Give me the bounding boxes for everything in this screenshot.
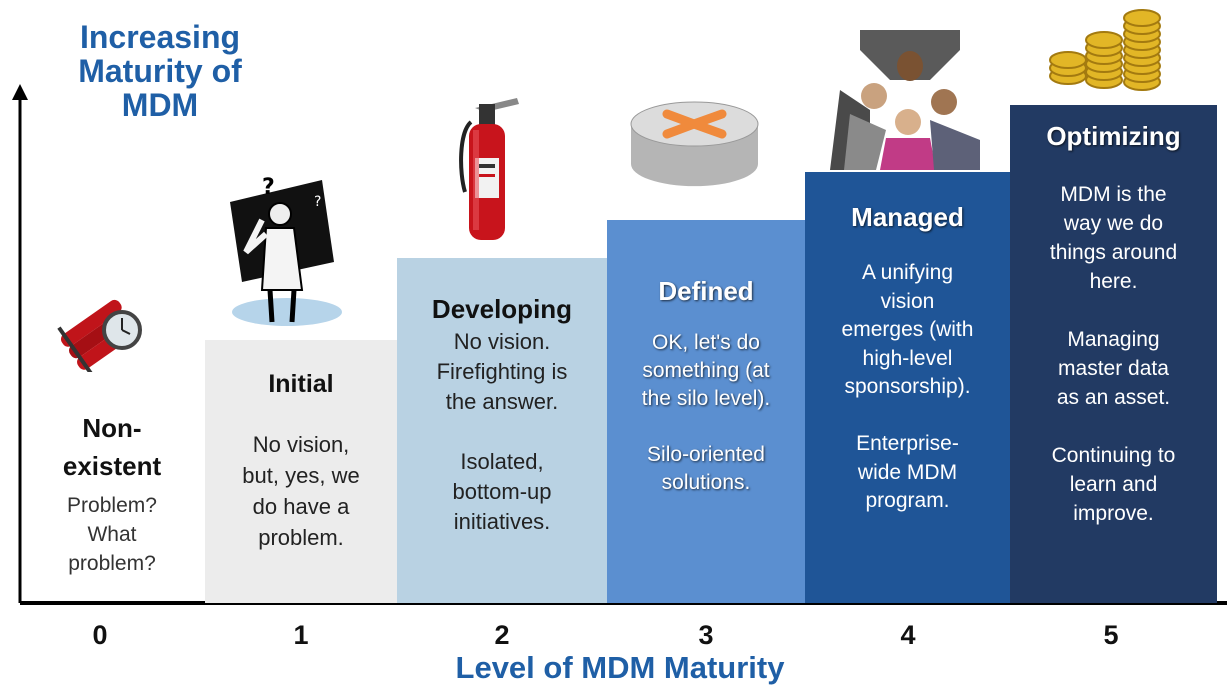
dynamite-icon: [57, 299, 142, 372]
level-2-number: 2: [494, 620, 510, 650]
level-4-text: A unifying vision emerges (with high-lev…: [841, 261, 974, 512]
level-4-block: Managed A unifying vision emerges (with …: [805, 172, 1010, 603]
fire-extinguisher-icon: [459, 98, 519, 240]
level-0-block: Non- existent Problem? What problem?: [22, 373, 202, 603]
level-0-text: Problem? What problem?: [67, 494, 157, 575]
level-3-text: OK, let's do something (at the silo leve…: [641, 331, 771, 494]
svg-text:?: ?: [314, 194, 321, 210]
level-4-title: Managed: [851, 202, 964, 232]
svg-text:?: ?: [262, 175, 275, 200]
level-5-block: Optimizing MDM is the way we do things a…: [1010, 105, 1217, 603]
level-5-title: Optimizing: [1046, 121, 1181, 151]
level-5-text: MDM is the way we do things around here.…: [1049, 183, 1178, 525]
team-huddle-icon: [830, 30, 988, 170]
level-5-number: 5: [1103, 620, 1119, 650]
level-3-block: Defined OK, let's do something (at the s…: [607, 220, 805, 603]
level-2-block: Developing No vision. Firefighting is th…: [397, 258, 607, 603]
level-1-text: No vision, but, yes, we do have a proble…: [242, 432, 360, 550]
level-1-title: Initial: [268, 370, 334, 398]
level-4-number: 4: [900, 620, 916, 650]
gold-coins-icon: [1049, 9, 1161, 91]
level-1-number: 1: [293, 620, 309, 650]
level-3-title: Defined: [658, 276, 754, 306]
level-0-number: 0: [92, 620, 108, 650]
level-2-title: Developing: [431, 294, 573, 324]
level-1-block: Initial No vision, but, yes, we do have …: [205, 340, 397, 603]
level-3-number: 3: [698, 620, 714, 650]
x-axis-title: Level of MDM Maturity: [455, 650, 785, 685]
level-2-text: No vision. Firefighting is the answer. I…: [436, 329, 568, 534]
router-icon: [630, 101, 759, 187]
confused-scientist-icon: ? ?: [230, 175, 342, 326]
level-0-title: Non- existent: [62, 413, 162, 481]
y-axis-title: Increasing Maturity of MDM: [78, 19, 242, 123]
